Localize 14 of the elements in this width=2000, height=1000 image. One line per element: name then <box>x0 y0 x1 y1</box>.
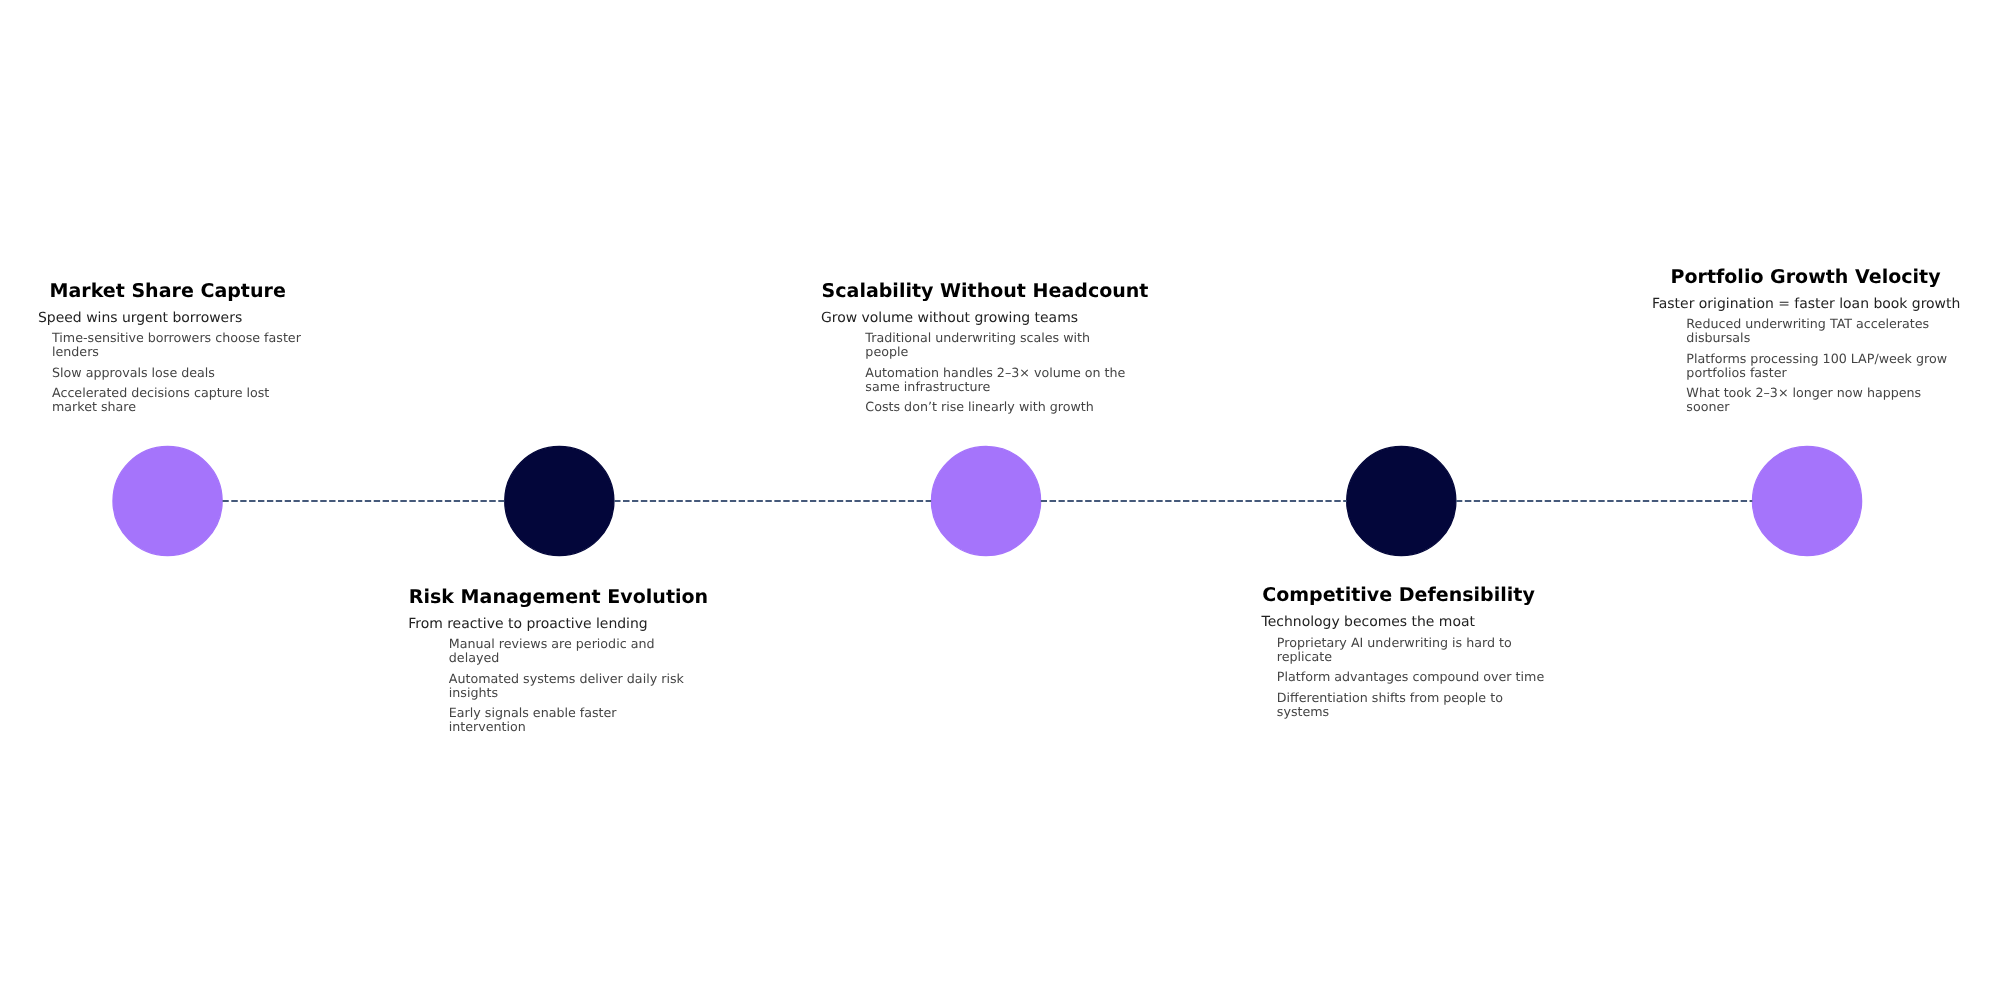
connector <box>1039 499 1348 501</box>
node-label: Competitive Defensibility <box>1262 584 1535 607</box>
node-drop <box>112 444 223 556</box>
node-drop <box>504 444 615 556</box>
connector <box>613 499 933 501</box>
node-drop <box>1346 444 1457 556</box>
node-drop <box>930 444 1042 556</box>
connector <box>221 499 506 501</box>
node-label: Risk Management Evolution <box>408 585 709 608</box>
node-label: Scalability Without Headcount <box>821 279 1149 302</box>
node-label: Portfolio Growth Velocity <box>1670 265 1941 288</box>
connector <box>1455 499 1754 501</box>
node-drop <box>1751 444 1863 556</box>
node-label: Market Share Capture <box>49 279 286 302</box>
